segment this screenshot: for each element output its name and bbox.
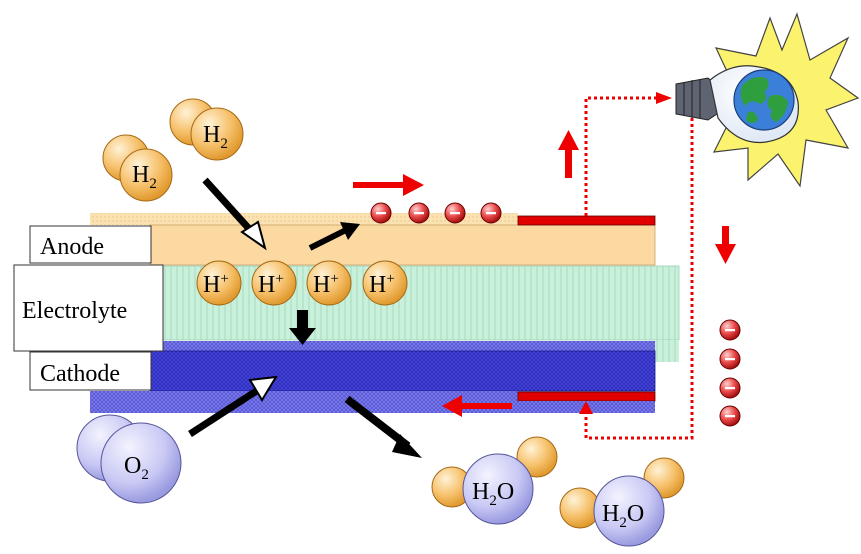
- circuit-arrow-head-bottom: [579, 401, 593, 414]
- electron-flow-arrow-right: [353, 174, 424, 196]
- svg-text:H+: H+: [258, 271, 284, 298]
- svg-text:H2O: H2O: [472, 479, 514, 509]
- electron-circuit-4: [719, 405, 741, 427]
- electron-circuit-2: [719, 348, 741, 370]
- hydrogen-molecule-top: H2: [169, 98, 244, 161]
- proton-1: H+: [196, 260, 242, 306]
- svg-text:H+: H+: [369, 271, 395, 298]
- electron-anode-1: [370, 202, 392, 224]
- proton-3: H+: [306, 260, 352, 306]
- anode-label-box: [29, 225, 152, 264]
- o2-symbol: O: [124, 453, 141, 479]
- electron-flow-arrow-up: [558, 130, 579, 178]
- cathode-label: Cathode: [40, 361, 120, 387]
- h2-subscript: 2: [220, 136, 228, 152]
- cathode-catalyst-strip: [150, 341, 655, 351]
- svg-text:H+: H+: [313, 271, 339, 298]
- svg-text:H2: H2: [203, 122, 228, 152]
- electron-circuit-3: [719, 377, 741, 399]
- hydrogen-molecule-left: H2: [102, 134, 173, 202]
- water-molecule-2: H2O: [559, 457, 685, 547]
- anode-electrode: [517, 215, 656, 226]
- electrolyte-label-box: [13, 264, 164, 352]
- circuit-arrow-head-top: [656, 92, 672, 104]
- o2-subscript: 2: [141, 467, 149, 483]
- proton-transfer-arrow: [289, 310, 316, 345]
- electron-anode-3: [444, 202, 466, 224]
- circuit-wire-bottom: [584, 112, 694, 440]
- proton-2: H+: [251, 260, 297, 306]
- anode-label: Anode: [40, 234, 104, 260]
- water-outflow-arrow: [344, 395, 422, 458]
- circuit-wire-top: [584, 96, 664, 216]
- electrolyte-layer: [162, 265, 680, 341]
- electron-release-arrow: [308, 222, 360, 251]
- cathode-lower-strip: [90, 391, 518, 413]
- svg-text:H2O: H2O: [602, 501, 644, 531]
- electron-flow-arrow-down: [715, 226, 736, 264]
- electrolyte-edge: [655, 340, 679, 362]
- proton-4: H+: [362, 260, 408, 306]
- h2-symbol: H: [203, 122, 220, 148]
- electron-circuit-1: [719, 319, 741, 341]
- electron-anode-2: [408, 202, 430, 224]
- earth-icon: [733, 69, 795, 131]
- svg-text:O2: O2: [124, 453, 149, 483]
- anode-layer: [149, 224, 656, 266]
- electron-flow-arrow-left: [442, 395, 512, 417]
- oxygen-molecule: O2: [76, 414, 182, 504]
- hydrogen-inflow-arrow: [202, 177, 267, 251]
- water-molecule-1: H2O: [431, 436, 558, 525]
- electrolyte-label: Electrolyte: [22, 298, 127, 324]
- h2-symbol: H: [132, 162, 149, 188]
- cathode-layer: [149, 350, 656, 392]
- h2-subscript: 2: [149, 176, 157, 192]
- electron-anode-4: [480, 202, 502, 224]
- cathode-electrode: [517, 391, 656, 402]
- cathode-label-box: [29, 351, 152, 391]
- svg-text:H+: H+: [203, 271, 229, 298]
- oxygen-inflow-arrow: [188, 375, 278, 437]
- svg-text:H2: H2: [132, 162, 157, 192]
